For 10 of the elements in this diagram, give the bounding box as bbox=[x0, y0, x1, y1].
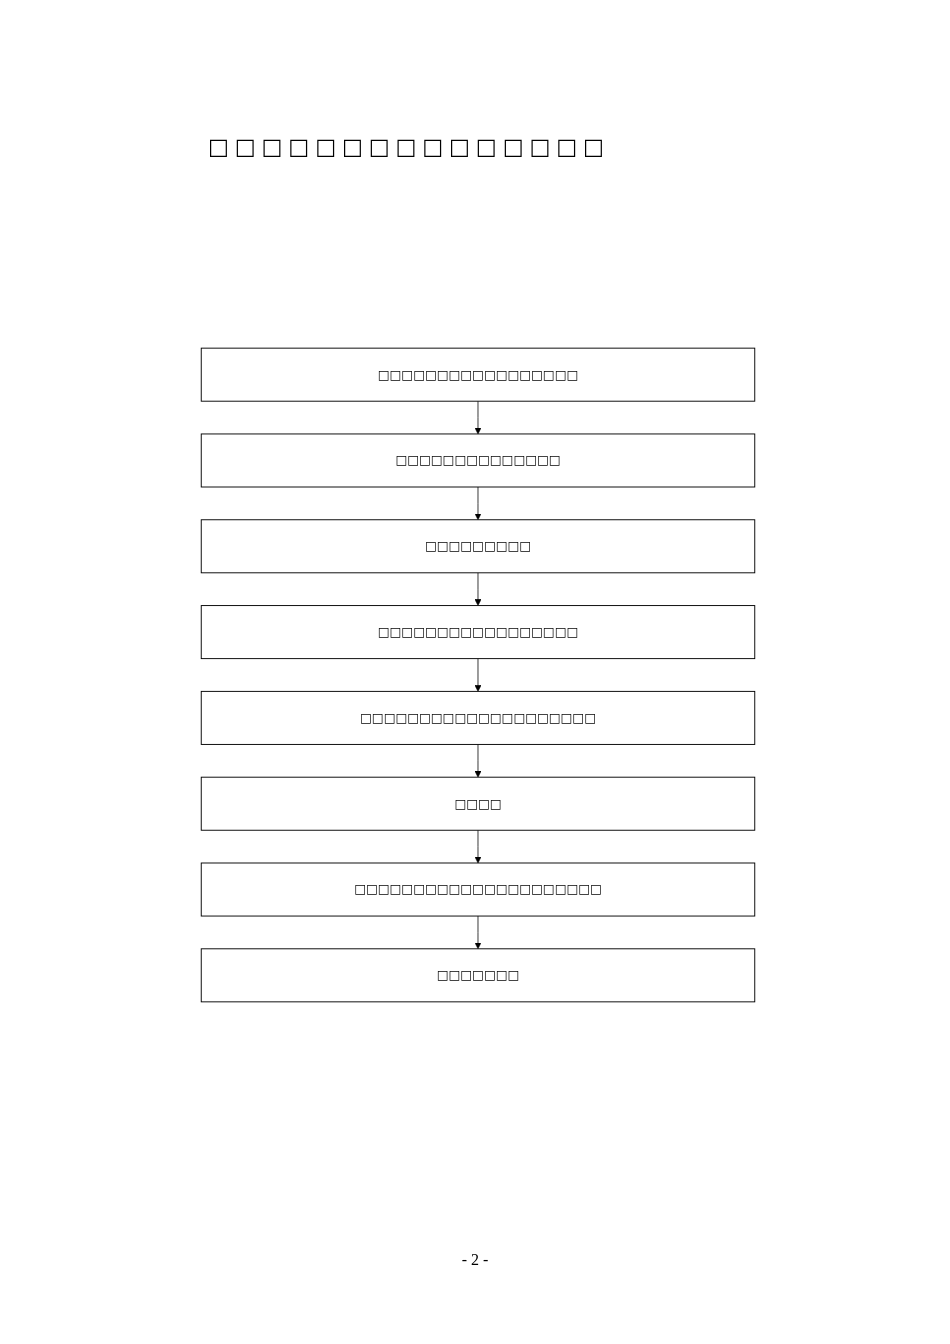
node-box: □□□□ bbox=[200, 776, 756, 831]
node-box: □□□□□□□□□ bbox=[200, 519, 756, 574]
page-number: - 2 - bbox=[461, 1251, 489, 1269]
node-box: □□□□□□□□□□□□□□□□□□□□ bbox=[200, 690, 756, 745]
node-box: □□□□□□□□□□□□□□□□□ bbox=[200, 347, 756, 402]
node-box: □□□□□□□□□□□□□□ bbox=[200, 433, 756, 488]
page-title: □□□□□□□□□□□□□□□ bbox=[208, 134, 610, 159]
node-box: □□□□□□□□□□□□□□□□□□□□□ bbox=[200, 862, 756, 917]
node-box: □□□□□□□ bbox=[200, 948, 756, 1003]
node-box: □□□□□□□□□□□□□□□□□ bbox=[200, 605, 756, 660]
